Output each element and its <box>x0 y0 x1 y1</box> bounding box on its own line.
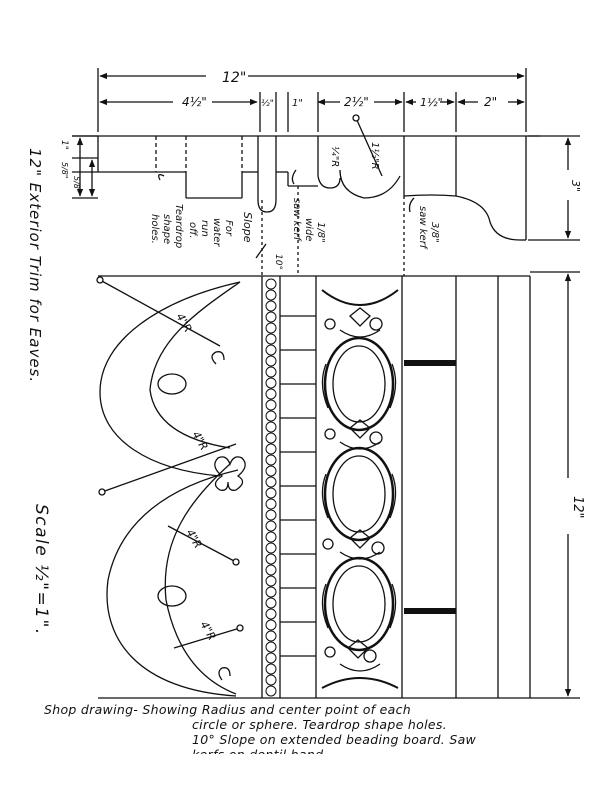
svg-text:Teardrop: Teardrop <box>173 204 184 248</box>
dim-left-c: 5/8" <box>72 176 81 193</box>
svg-text:3/8": 3/8" <box>429 222 440 243</box>
dim-seg-1: 4½" <box>182 95 207 109</box>
long-height-dimension <box>530 271 580 699</box>
egg-and-dart-band <box>321 289 399 689</box>
dim-seg-5: 1½" <box>420 96 443 109</box>
drawing-title: 12" Exterior Trim for Eaves. <box>26 148 44 383</box>
svg-text:wide: wide <box>303 218 314 241</box>
svg-text:holes.: holes. <box>149 214 160 244</box>
dim-left-a: 1" <box>59 140 69 150</box>
dim-seg-4: 2½" <box>344 95 369 109</box>
teardrop-holes <box>157 351 246 681</box>
radius-label-r4-mid: 4"R <box>189 429 210 453</box>
dim-height-right: 3" <box>569 180 582 192</box>
svg-text:run: run <box>199 220 210 237</box>
overall-width-dimension <box>97 68 527 132</box>
svg-text:off.: off. <box>187 222 198 239</box>
dim-seg-3: 1" <box>292 98 303 109</box>
elevation-band <box>98 275 531 699</box>
radius-label-r4-top: 4"R <box>173 311 194 335</box>
dim-height-long: 12" <box>570 496 585 519</box>
svg-text:water: water <box>211 218 222 247</box>
cross-section-profile <box>72 135 540 276</box>
radius-label-small-a: ¼"R <box>329 146 341 167</box>
segment-dimensions <box>99 92 525 132</box>
radius-label-r4-lower: 4"R <box>183 527 204 551</box>
svg-text:saw kerf: saw kerf <box>291 198 302 242</box>
dim-seg-2: ½" <box>261 99 274 109</box>
caption-line-2: circle or sphere. Teardrop shape holes. <box>192 717 447 732</box>
kerf-wide-note: 1/8" wide saw kerf <box>291 198 326 243</box>
drawing-scale: Scale ½"=1". <box>31 504 51 636</box>
svg-text:saw kerf: saw kerf <box>417 206 428 250</box>
radius-leaders <box>158 114 415 259</box>
dim-seg-6: 2" <box>484 95 497 109</box>
svg-text:shape: shape <box>161 214 172 244</box>
caption-line-3: 10° Slope on extended beading board. Saw <box>192 732 477 747</box>
svg-text:For: For <box>223 220 234 237</box>
dentil-band <box>280 315 316 657</box>
svg-text:1/8": 1/8" <box>315 222 326 243</box>
radius-label-small-b: 1½"R <box>369 142 381 170</box>
scallop-arcs <box>96 276 244 697</box>
caption: Shop drawing- Showing Radius and center … <box>44 702 604 754</box>
overall-width-label: 12" <box>222 70 246 86</box>
right-height-dimension <box>528 135 580 241</box>
kerf-right-note: 3/8" saw kerf <box>417 206 440 250</box>
beading-column <box>265 278 277 697</box>
caption-line-4: kerfs on dentil band <box>44 747 604 754</box>
slope-note: Slope <box>241 212 254 243</box>
dim-left-b: 5/8" <box>60 162 69 179</box>
left-height-dimensions <box>72 135 98 199</box>
slope-degree-label: 10° <box>273 254 283 270</box>
caption-line-1: Shop drawing- Showing Radius and center … <box>44 702 411 717</box>
radius-label-r4-bottom: 4"R <box>197 619 218 643</box>
water-runoff-note: For water run off. <box>187 218 234 247</box>
teardrop-note: Teardrop shape holes. <box>149 204 184 248</box>
